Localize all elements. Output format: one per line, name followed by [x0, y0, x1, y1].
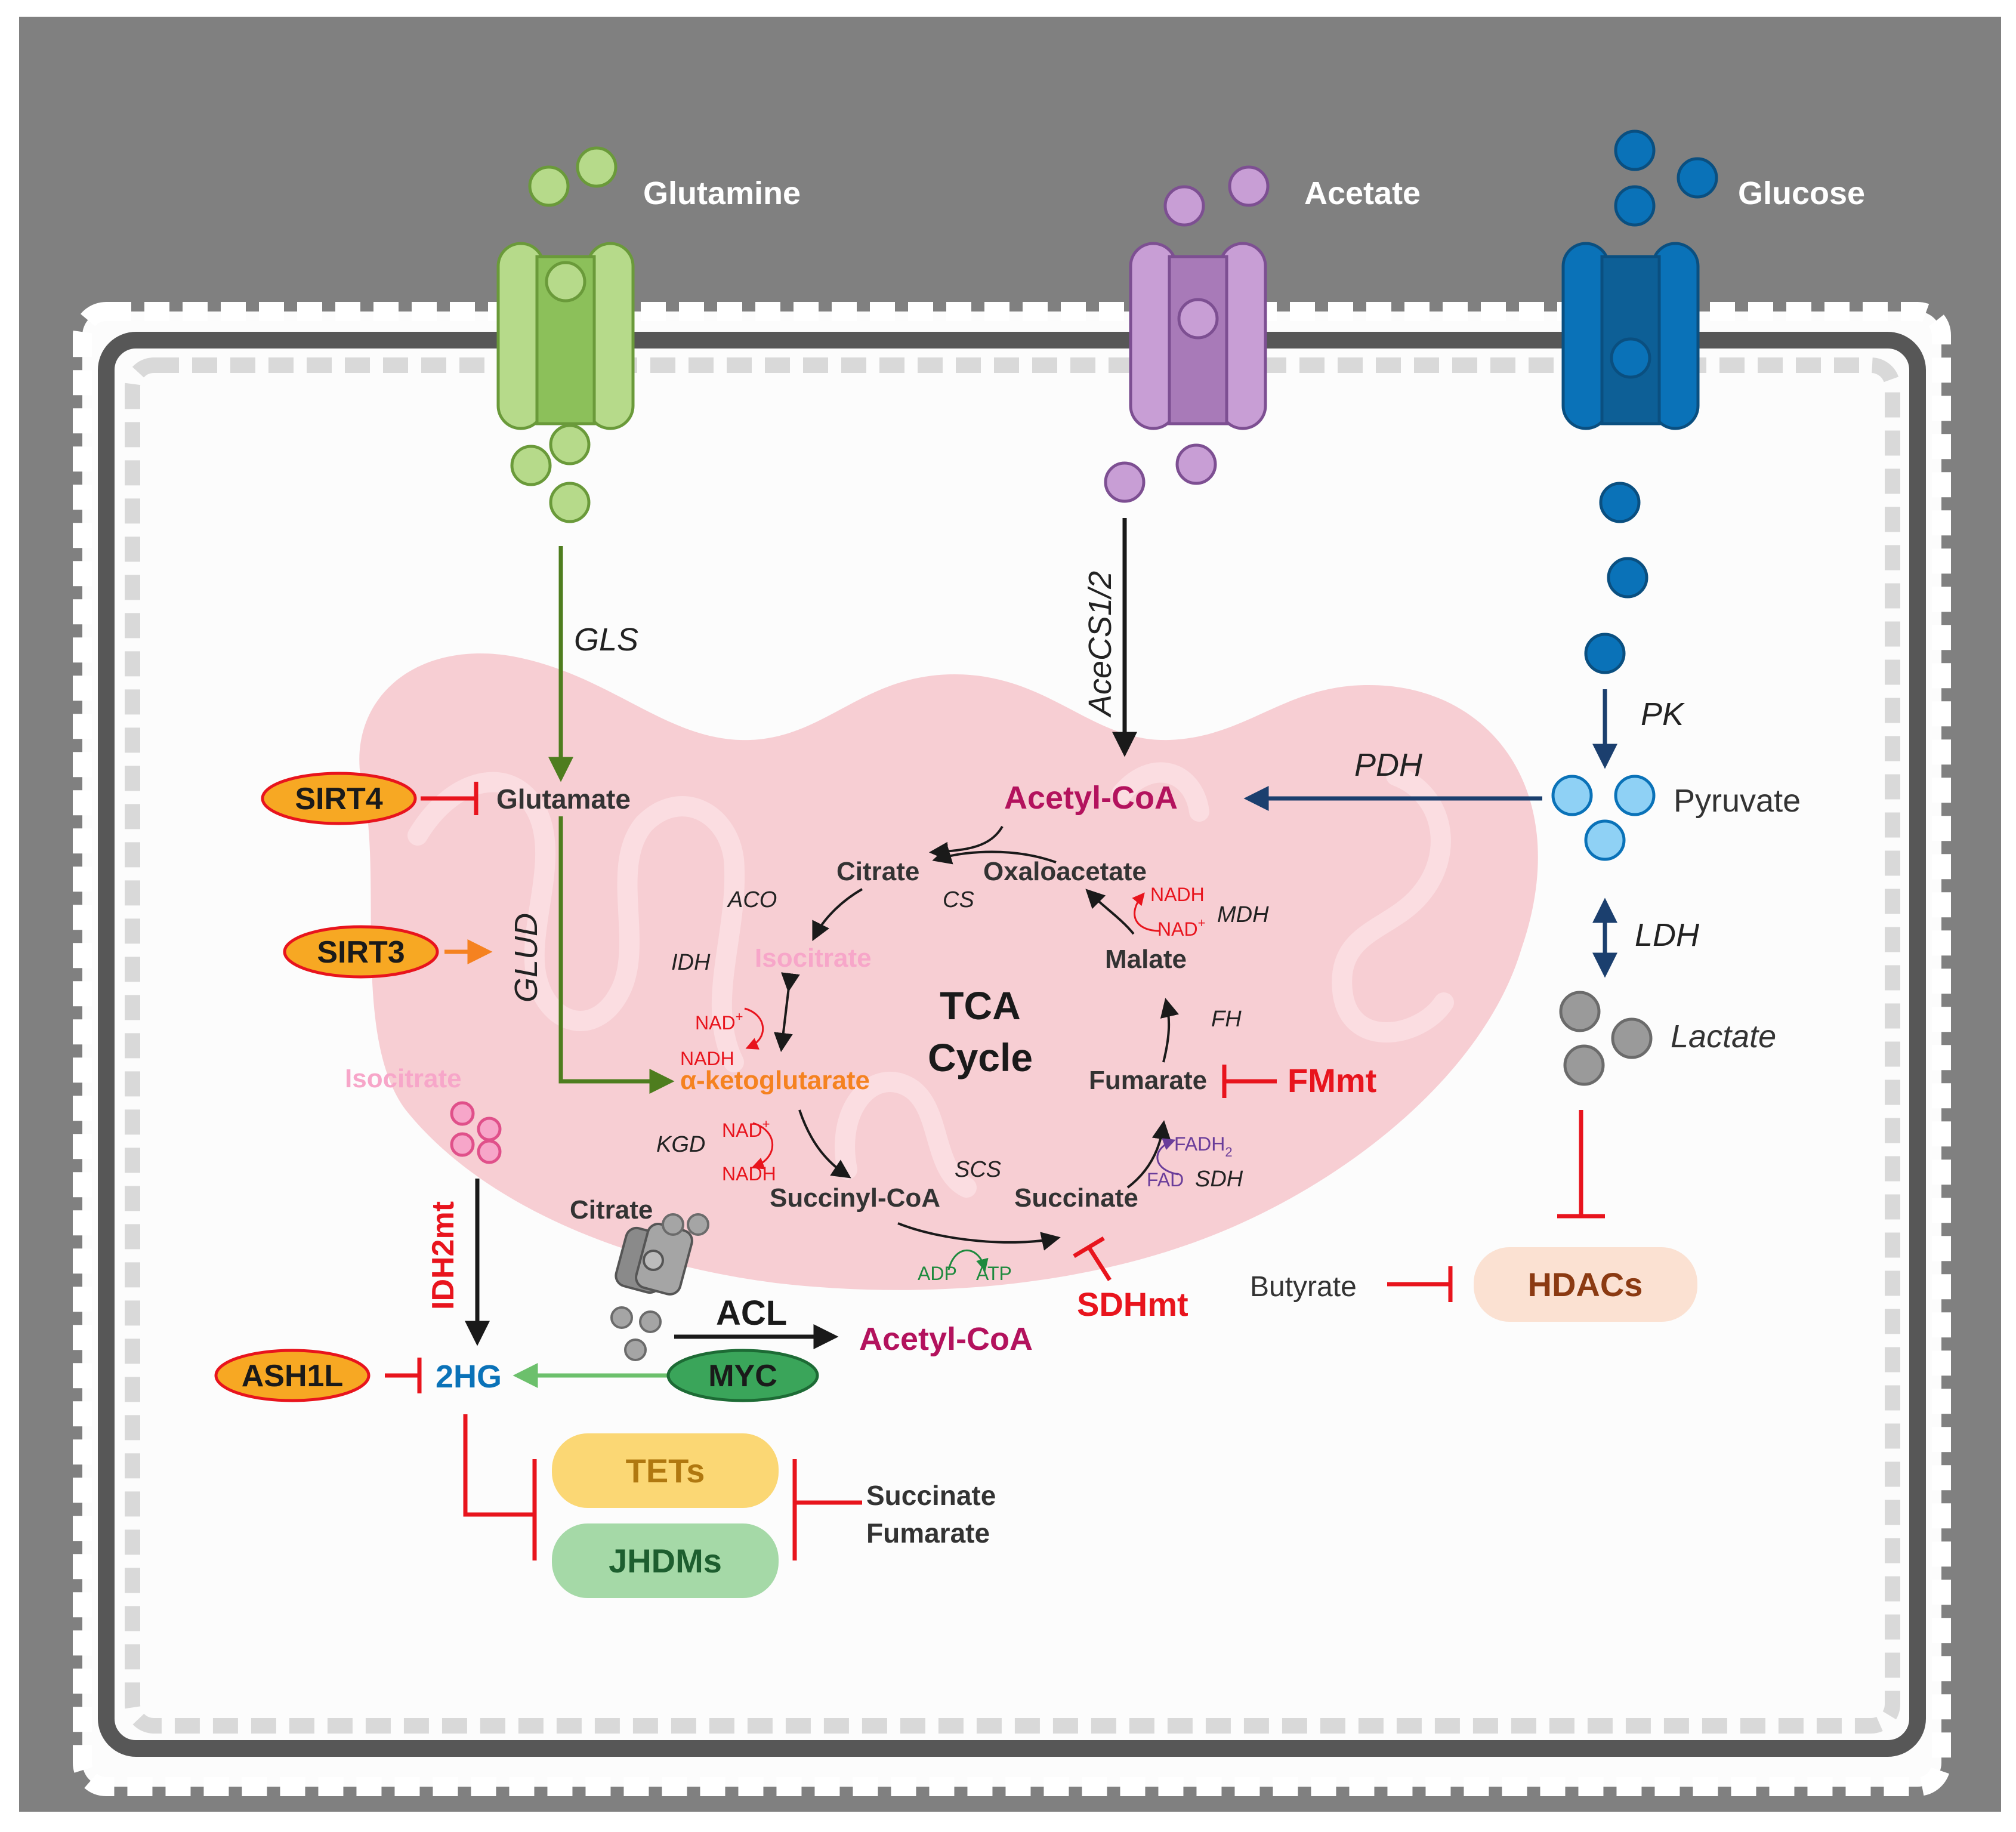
ash1l-label: ASH1L: [242, 1359, 343, 1393]
succinate-inhibitor-label: Succinate: [866, 1480, 996, 1511]
pdh-label: PDH: [1354, 747, 1423, 783]
cs-label: CS: [943, 887, 974, 912]
gls-label: GLS: [574, 622, 638, 658]
idh-label: IDH: [671, 950, 711, 975]
myc-badge: MYC: [666, 1349, 819, 1402]
fumarate-inhibitor-label: Fumarate: [866, 1518, 990, 1549]
tca-cycle-title-line2: Cycle: [928, 1035, 1033, 1080]
tca-cycle-title-line1: TCA: [940, 983, 1021, 1028]
fumarate-label: Fumarate: [1089, 1066, 1207, 1095]
tets-box: TETs: [552, 1433, 779, 1508]
isocitrate-cyto-label: Isocitrate: [345, 1064, 462, 1093]
pyruvate-label: Pyruvate: [1674, 783, 1801, 819]
svg-text:NAD+: NAD+: [722, 1117, 770, 1141]
cofactor-arrows: [744, 892, 1179, 1272]
svg-text:NAD+: NAD+: [1157, 915, 1205, 940]
inhibition-markers: [385, 782, 1605, 1560]
citrate-cyto-label: Citrate: [570, 1195, 653, 1225]
succinate-label: Succinate: [1014, 1183, 1138, 1213]
akg-label: α-ketoglutarate: [680, 1066, 870, 1095]
acecs-label: AceCS1/2: [1082, 571, 1118, 718]
scs-label: SCS: [955, 1157, 1001, 1182]
acetyl-coa-mito-label: Acetyl-CoA: [1004, 780, 1178, 816]
sirt4-label: SIRT4: [295, 782, 382, 816]
sirt4-badge: SIRT4: [261, 772, 417, 825]
tca-cycle-arrows: [773, 825, 1180, 1251]
tets-label: TETs: [626, 1452, 705, 1489]
adp: ADP: [918, 1263, 957, 1284]
fh-label: FH: [1211, 1007, 1242, 1032]
cofactors: NAD+ NADH NAD+ NADH NADH NAD+ FADH2 FAD …: [680, 884, 1233, 1284]
idh2mt-label: IDH2mt: [426, 1201, 461, 1310]
glud-arrow: [558, 816, 675, 1094]
citrate-transporter: [615, 1223, 693, 1296]
svg-text:FADH2: FADH2: [1174, 1133, 1233, 1159]
sdhmt-label: SDHmt: [1077, 1285, 1188, 1323]
hdacs-box: HDACs: [1474, 1247, 1697, 1322]
cell-inner-dashed-membrane: [125, 357, 1900, 1734]
glucose-molecules: [1584, 129, 1718, 674]
nadh-kgd: NADH: [722, 1163, 776, 1185]
sdh-label: SDH: [1195, 1167, 1243, 1192]
glutamine-label: Glutamine: [643, 175, 801, 211]
butyrate-label: Butyrate: [1250, 1271, 1357, 1303]
jhdms-box: JHDMs: [552, 1523, 779, 1598]
myc-label: MYC: [708, 1359, 777, 1393]
acetate-label: Acetate: [1304, 175, 1421, 211]
oxaloacetate-label: Oxaloacetate: [983, 857, 1147, 886]
fmmt-label: FMmt: [1288, 1062, 1376, 1099]
atp: ATP: [976, 1263, 1012, 1284]
glucose-transporter: [1561, 242, 1700, 430]
nadh-mdh: NADH: [1150, 884, 1205, 905]
pk-label: PK: [1641, 696, 1685, 732]
nadh-idh: NADH: [680, 1048, 734, 1069]
acetate-molecules: [1104, 165, 1270, 503]
fadh2: FADH: [1174, 1133, 1225, 1155]
2hg-label: 2HG: [436, 1359, 502, 1395]
glutamate-label: Glutamate: [496, 784, 631, 815]
glutamine-molecules: [510, 146, 618, 523]
sirt3-badge: SIRT3: [283, 925, 439, 979]
nad-kgd: NAD: [722, 1119, 762, 1141]
acetyl-coa-cyto-label: Acetyl-CoA: [859, 1321, 1033, 1357]
svg-text:NAD+: NAD+: [695, 1009, 743, 1034]
malate-label: Malate: [1105, 945, 1187, 974]
citrate-label: Citrate: [836, 857, 919, 886]
pyruvate-molecules: [1551, 775, 1656, 861]
glud-label: GLUD: [508, 913, 544, 1003]
ash1l-badge: ASH1L: [214, 1349, 371, 1402]
mitochondrion-cristae: [407, 762, 1454, 1198]
lactate-molecules: [1559, 991, 1653, 1086]
glutamine-transporter: [496, 242, 635, 430]
citrate-molecules: [610, 1213, 709, 1361]
jhdms-label: JHDMs: [609, 1542, 722, 1580]
sirt3-label: SIRT3: [317, 935, 405, 970]
glucose-label: Glucose: [1738, 175, 1865, 211]
kgd-label: KGD: [656, 1132, 705, 1157]
fad: FAD: [1147, 1169, 1184, 1191]
lactate-label: Lactate: [1671, 1019, 1776, 1054]
nad-idh: NAD: [695, 1012, 736, 1034]
mdh-label: MDH: [1217, 902, 1269, 927]
aco-label: ACO: [727, 887, 777, 912]
acl-label: ACL: [716, 1294, 787, 1333]
mitochondrion: [359, 653, 1538, 1290]
acetate-transporter: [1129, 242, 1267, 430]
isocitrate-molecules: [450, 1101, 502, 1164]
succinyl-coa-label: Succinyl-CoA: [770, 1183, 940, 1213]
nad-mdh: NAD: [1157, 918, 1198, 940]
hdacs-label: HDACs: [1528, 1266, 1643, 1303]
ldh-label: LDH: [1635, 917, 1700, 953]
isocitrate-label: Isocitrate: [755, 943, 872, 973]
